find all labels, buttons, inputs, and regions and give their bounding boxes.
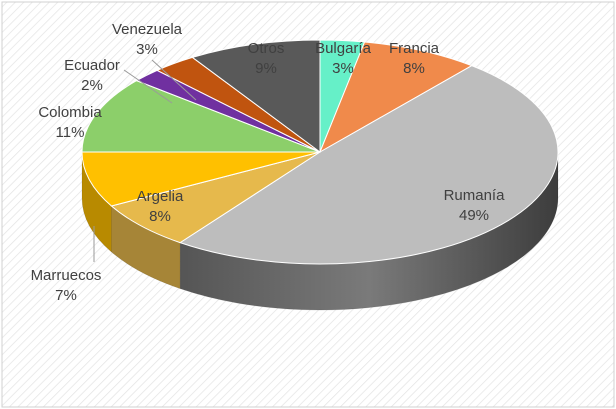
slice-label-ecuador: Ecuador 2% xyxy=(64,57,120,94)
pie-slice-colombia xyxy=(81,80,321,153)
slice-percent: 9% xyxy=(255,60,277,77)
slice-label-colombia: Colombia 11% xyxy=(38,104,102,141)
slice-label-francia: Francia 8% xyxy=(389,40,440,77)
slice-percent: 49% xyxy=(459,207,489,224)
pie-slice-rumania xyxy=(178,65,559,265)
slice-percent: 11% xyxy=(56,124,85,141)
slice-label-venezuela: Venezuela 3% xyxy=(112,21,183,58)
slice-name: Otros xyxy=(248,40,285,57)
pie-slice-marruecos xyxy=(110,151,321,244)
slice-label-bulgaria: Bulgaría 3% xyxy=(315,40,372,77)
slice-name: Argelia xyxy=(137,188,184,205)
slice-percent: 2% xyxy=(81,77,103,94)
slice-percent: 3% xyxy=(136,41,158,58)
slice-label-rumania: Rumanía 49% xyxy=(444,187,506,224)
pie-slice-otros xyxy=(191,39,321,153)
slice-label-argelia: Argelia 8% xyxy=(137,188,184,225)
pie-slice-argelia xyxy=(81,151,321,207)
slice-name: Francia xyxy=(389,40,440,57)
leader-line-venezuela xyxy=(151,59,197,101)
slice-percent: 8% xyxy=(403,60,425,77)
slice-percent: 8% xyxy=(149,208,171,225)
slice-name: Bulgaría xyxy=(315,40,372,57)
slice-name: Rumanía xyxy=(444,187,506,204)
slice-label-otros: Otros 9% xyxy=(248,40,285,77)
slice-name: Marruecos xyxy=(31,267,102,284)
slice-name: Ecuador xyxy=(64,57,120,74)
slice-name: Venezuela xyxy=(112,21,183,38)
slice-percent: 7% xyxy=(55,287,77,304)
leader-line-ecuador xyxy=(123,69,173,104)
slice-label-marruecos: Marruecos 7% xyxy=(31,267,102,304)
slice-percent: 3% xyxy=(332,60,354,77)
pie-slice-francia xyxy=(318,41,473,154)
slice-name: Colombia xyxy=(38,104,102,121)
